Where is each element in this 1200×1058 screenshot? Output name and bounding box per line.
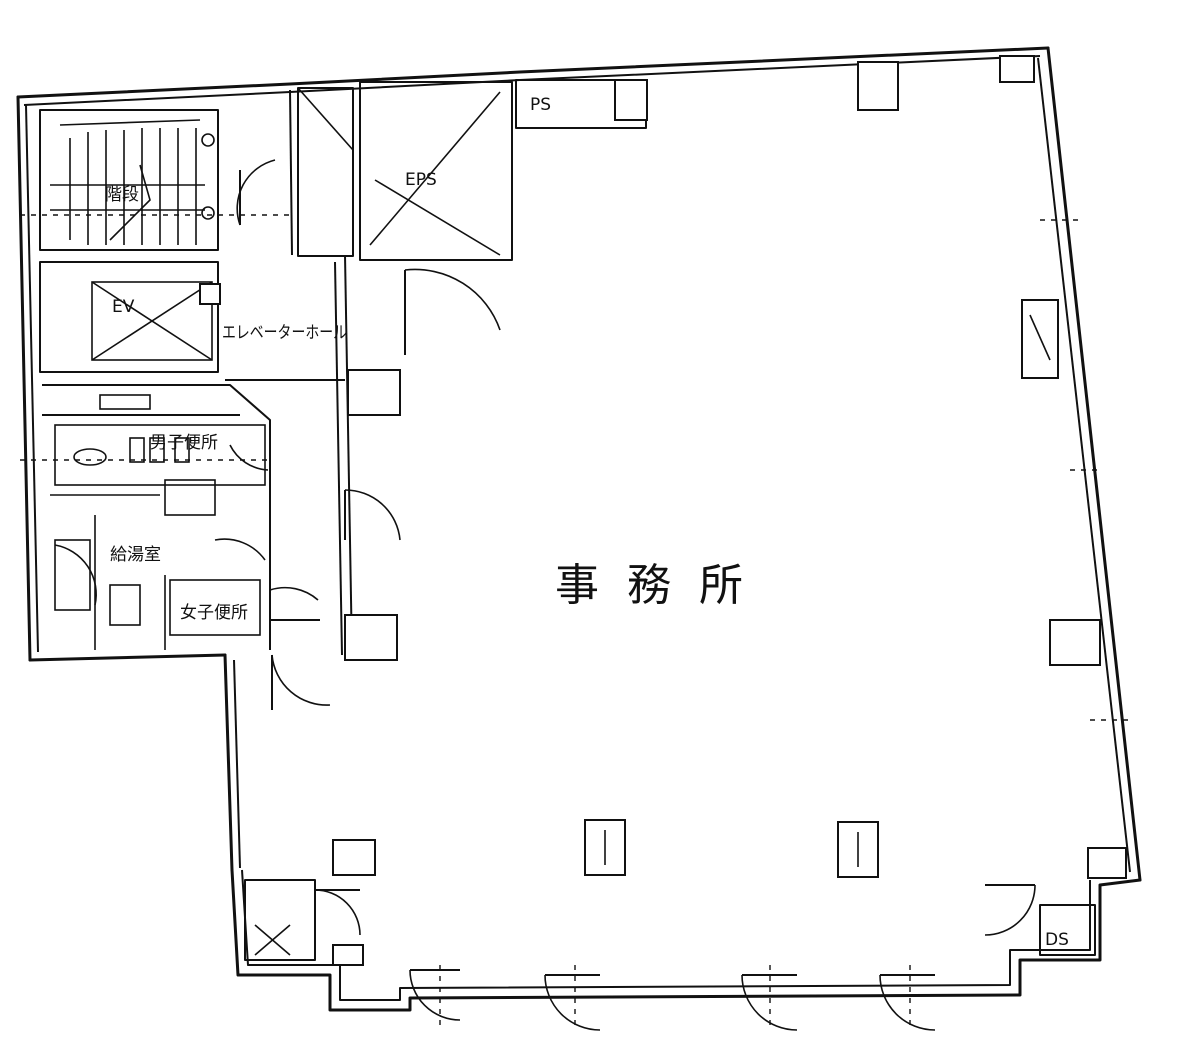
bottom-rooms [244, 839, 1127, 966]
stair [39, 109, 219, 251]
stair-label: 階段 [105, 185, 139, 205]
dimension-lines [20, 214, 1130, 1030]
eps-label: EPS [405, 170, 437, 190]
elevator-label: EV [112, 297, 135, 317]
womens-wc-label: 女子便所 [180, 603, 248, 623]
kitchen-label: 給湯室 [110, 545, 161, 565]
shaft-label: DS [1045, 930, 1069, 950]
elevator-hall-label: エレベーターホール [222, 323, 347, 343]
elevator-shaft [39, 261, 221, 373]
doors [54, 159, 1036, 1031]
wc-block [42, 384, 271, 650]
upper-shafts [297, 55, 1035, 261]
office-columns [584, 819, 879, 878]
ps-label: PS [530, 95, 551, 115]
elevator-hall [225, 89, 401, 661]
office-label: 事務所 [555, 560, 771, 611]
right-wall-features [1021, 299, 1101, 666]
outer-walls [16, 46, 1142, 1012]
mens-wc-label: 男子便所 [150, 433, 218, 453]
